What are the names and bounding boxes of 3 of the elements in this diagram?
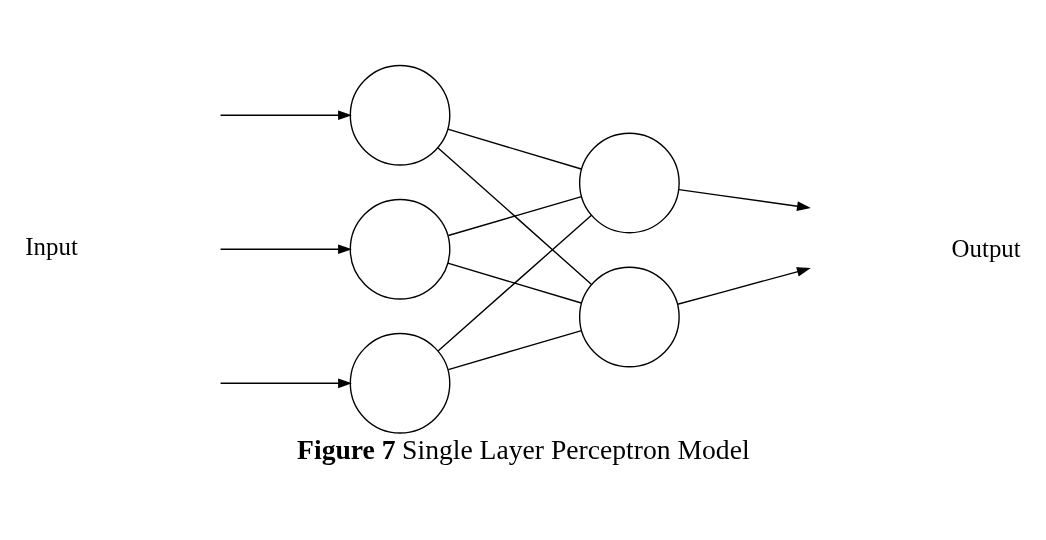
caption: Figure 7 Single Layer Perceptron Model bbox=[297, 434, 750, 466]
label: Output bbox=[951, 234, 1021, 262]
label: Input bbox=[25, 233, 78, 261]
